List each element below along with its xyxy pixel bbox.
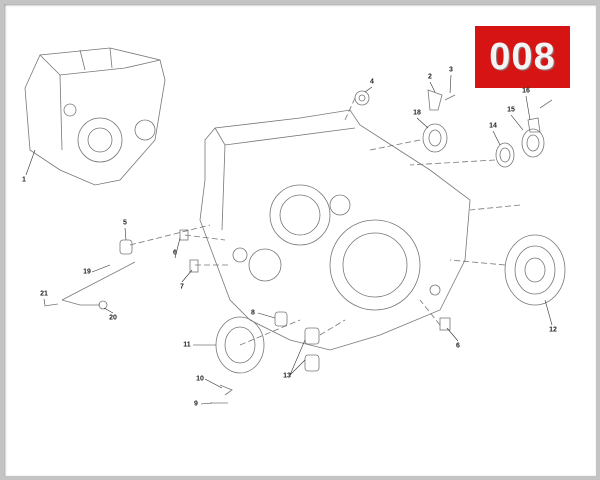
engine-block-assembly — [24, 47, 166, 186]
callout-10: 10 — [196, 375, 204, 383]
callout-6: 6 — [173, 249, 177, 257]
dashed-guide-lines — [129, 97, 521, 346]
callout-1: 1 — [22, 176, 26, 184]
bearings-and-seals — [43, 89, 566, 404]
crankcase-half — [199, 109, 471, 351]
callout-5: 5 — [123, 219, 127, 227]
callout-3: 3 — [449, 66, 453, 74]
callout-4: 4 — [370, 78, 374, 86]
callout-6-second: 6 — [456, 342, 460, 350]
callout-14: 14 — [489, 122, 497, 130]
callout-2: 2 — [428, 73, 432, 81]
diagram-number-badge: 008 — [475, 26, 570, 88]
leader-lines — [25, 74, 553, 405]
callout-12: 12 — [549, 326, 557, 334]
callout-18: 18 — [413, 109, 421, 117]
callout-19: 19 — [83, 268, 91, 276]
callout-21: 21 — [40, 290, 48, 298]
callout-15: 15 — [507, 106, 515, 114]
callout-20: 20 — [109, 314, 117, 322]
callout-8: 8 — [251, 309, 255, 317]
callout-11: 11 — [183, 341, 191, 349]
callout-7: 7 — [180, 283, 184, 291]
callout-9: 9 — [194, 400, 198, 408]
callout-13: 13 — [283, 372, 291, 380]
callout-16: 16 — [522, 87, 530, 95]
